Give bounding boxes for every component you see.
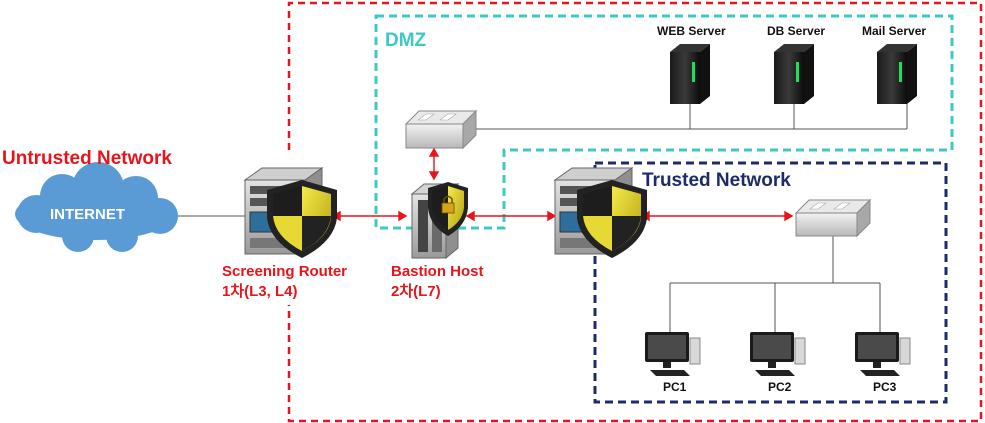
pc1-icon — [645, 332, 701, 376]
pc3-icon — [855, 332, 911, 376]
pc1-label: PC1 — [663, 380, 687, 394]
db-server-icon — [774, 44, 814, 104]
web-server-label: WEB Server — [657, 24, 726, 38]
trusted-network-label: Trusted Network — [642, 170, 791, 191]
mail-server-label: Mail Server — [862, 24, 927, 38]
dmz-boundary — [374, 14, 954, 230]
bastion-host-layer: 2차(L7) — [391, 283, 441, 300]
screening-router-name: Screening Router — [222, 263, 348, 280]
screening-router-firewall-icon — [243, 167, 337, 258]
internet-label: INTERNET — [50, 206, 125, 223]
network-links — [178, 104, 908, 332]
untrusted-network-label: Untrusted Network — [2, 148, 172, 169]
bastion-host-icon — [410, 182, 468, 260]
web-server-icon — [670, 44, 710, 104]
trusted-boundary — [593, 161, 948, 404]
trusted-switch-icon — [794, 198, 872, 238]
dmz-switch-icon — [404, 109, 478, 150]
screening-router-layer: 1차(L3, L4) — [222, 283, 298, 300]
pc2-label: PC2 — [768, 380, 792, 394]
dmz-label: DMZ — [385, 30, 427, 51]
internal-firewall-icon — [553, 167, 647, 258]
pc2-icon — [750, 332, 806, 376]
pc3-label: PC3 — [873, 380, 897, 394]
db-server-label: DB Server — [767, 24, 826, 38]
bastion-host-name: Bastion Host — [391, 263, 484, 280]
mail-server-icon — [877, 44, 917, 104]
internet-cloud — [15, 162, 178, 252]
untrusted-boundary — [287, 1, 983, 423]
